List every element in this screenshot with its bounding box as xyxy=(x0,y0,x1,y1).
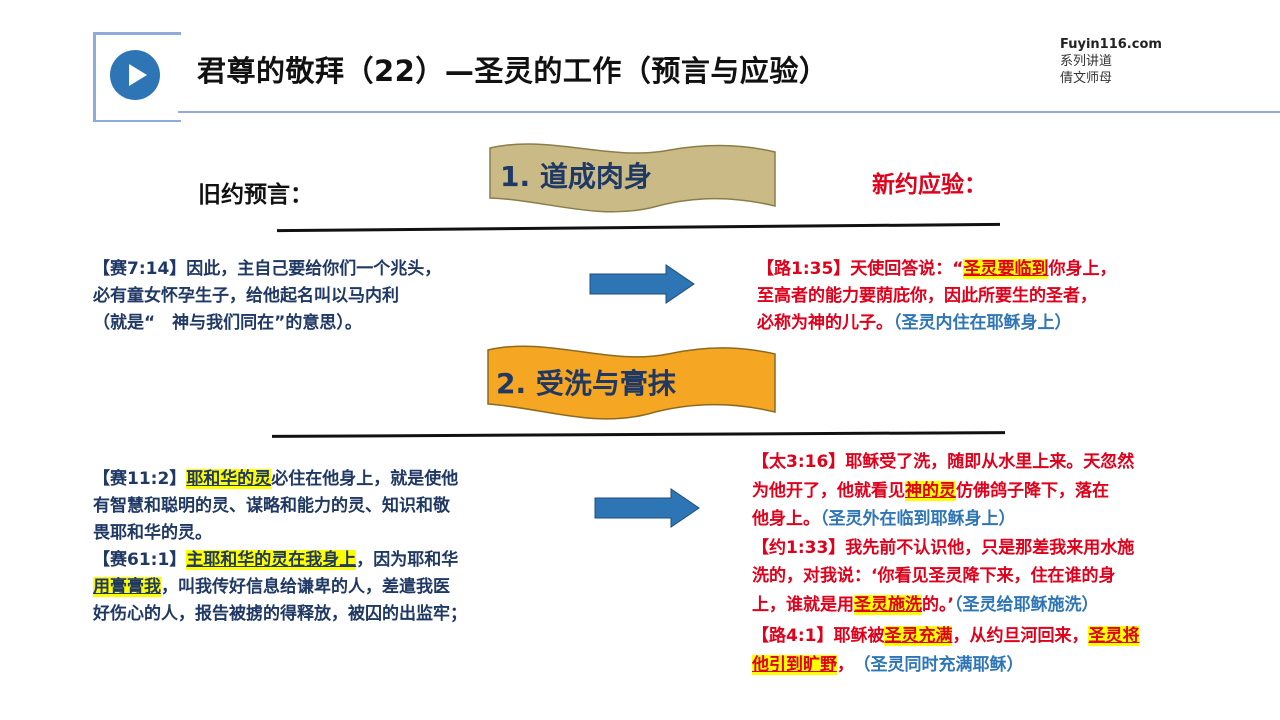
highlight: 圣灵充满 xyxy=(884,626,953,646)
highlight: 耶和华的灵 xyxy=(186,469,272,489)
banner-1-shape xyxy=(489,143,776,213)
verse-ref: 【太3:16】 xyxy=(752,452,846,472)
site-info: Fuyin116.com 系列讲道 倩文师母 xyxy=(1060,36,1162,87)
arrow-right-icon xyxy=(589,264,695,304)
verse-ref: 【赛11:2】 xyxy=(93,469,187,489)
highlight: 圣灵施洗 xyxy=(854,594,922,615)
page-title: 君尊的敬拜（22）—圣灵的工作（预言与应验） xyxy=(197,54,829,88)
nt-section-label: 新约应验： xyxy=(872,172,987,198)
site-name: Fuyin116.com xyxy=(1060,37,1162,52)
banner-2-shape xyxy=(487,345,776,420)
verse-ref: 【赛7:14】 xyxy=(93,259,187,279)
divider-1 xyxy=(277,222,1000,233)
highlight: 圣灵将 xyxy=(1088,626,1140,646)
series-label: 系列讲道 xyxy=(1060,54,1113,69)
highlight: 他引到旷野 xyxy=(752,654,837,675)
highlight: 用膏膏我 xyxy=(93,577,161,597)
header-rule xyxy=(178,111,1280,113)
note: （圣灵内住在耶稣身上） xyxy=(893,313,1072,333)
speaker-label: 倩文师母 xyxy=(1060,71,1113,86)
ot-section-label: 旧约预言： xyxy=(198,182,313,208)
nt-fulfillment-1: 【路1:35】天使回答说：“圣灵要临到你身上， 至高者的能力要荫庇你，因此所要生… xyxy=(757,259,1117,333)
ot-prophecy-2: 【赛11:2】耶和华的灵必住在他身上，就是使他 有智慧和聪明的灵、谋略和能力的灵… xyxy=(93,469,467,624)
play-icon[interactable] xyxy=(110,50,160,100)
note: （圣灵给耶稣施洗） xyxy=(953,594,1099,615)
note: （圣灵外在临到耶稣身上） xyxy=(820,509,1016,529)
verse-ref: 【路4:1】 xyxy=(752,626,834,646)
highlight: 主耶和华的灵在我身上 xyxy=(186,550,357,570)
arrow-right-icon xyxy=(594,488,700,528)
note: （圣灵同时充满耶稣） xyxy=(862,654,1024,675)
nt-fulfillment-2: 【太3:16】耶稣受了洗，随即从水里上来。天忽然 为他开了，他就看见神的灵仿佛鸽… xyxy=(752,452,1140,675)
highlight: 圣灵要临到 xyxy=(963,259,1049,279)
verse-ref: 【赛61:1】 xyxy=(93,550,187,570)
verse-ref: 【路1:35】 xyxy=(757,259,851,279)
banner-2-label: 2. 受洗与膏抹 xyxy=(496,367,676,400)
divider-2 xyxy=(271,431,1006,438)
ot-prophecy-1: 【赛7:14】因此，主自己要给你们一个兆头， 必有童女怀孕生子，给他起名叫以马内… xyxy=(93,259,442,333)
highlight: 神的灵 xyxy=(905,480,956,501)
banner-1-label: 1. 道成肉身 xyxy=(500,160,652,193)
header-frame xyxy=(93,32,181,122)
verse-ref: 【约1:33】 xyxy=(752,537,846,558)
